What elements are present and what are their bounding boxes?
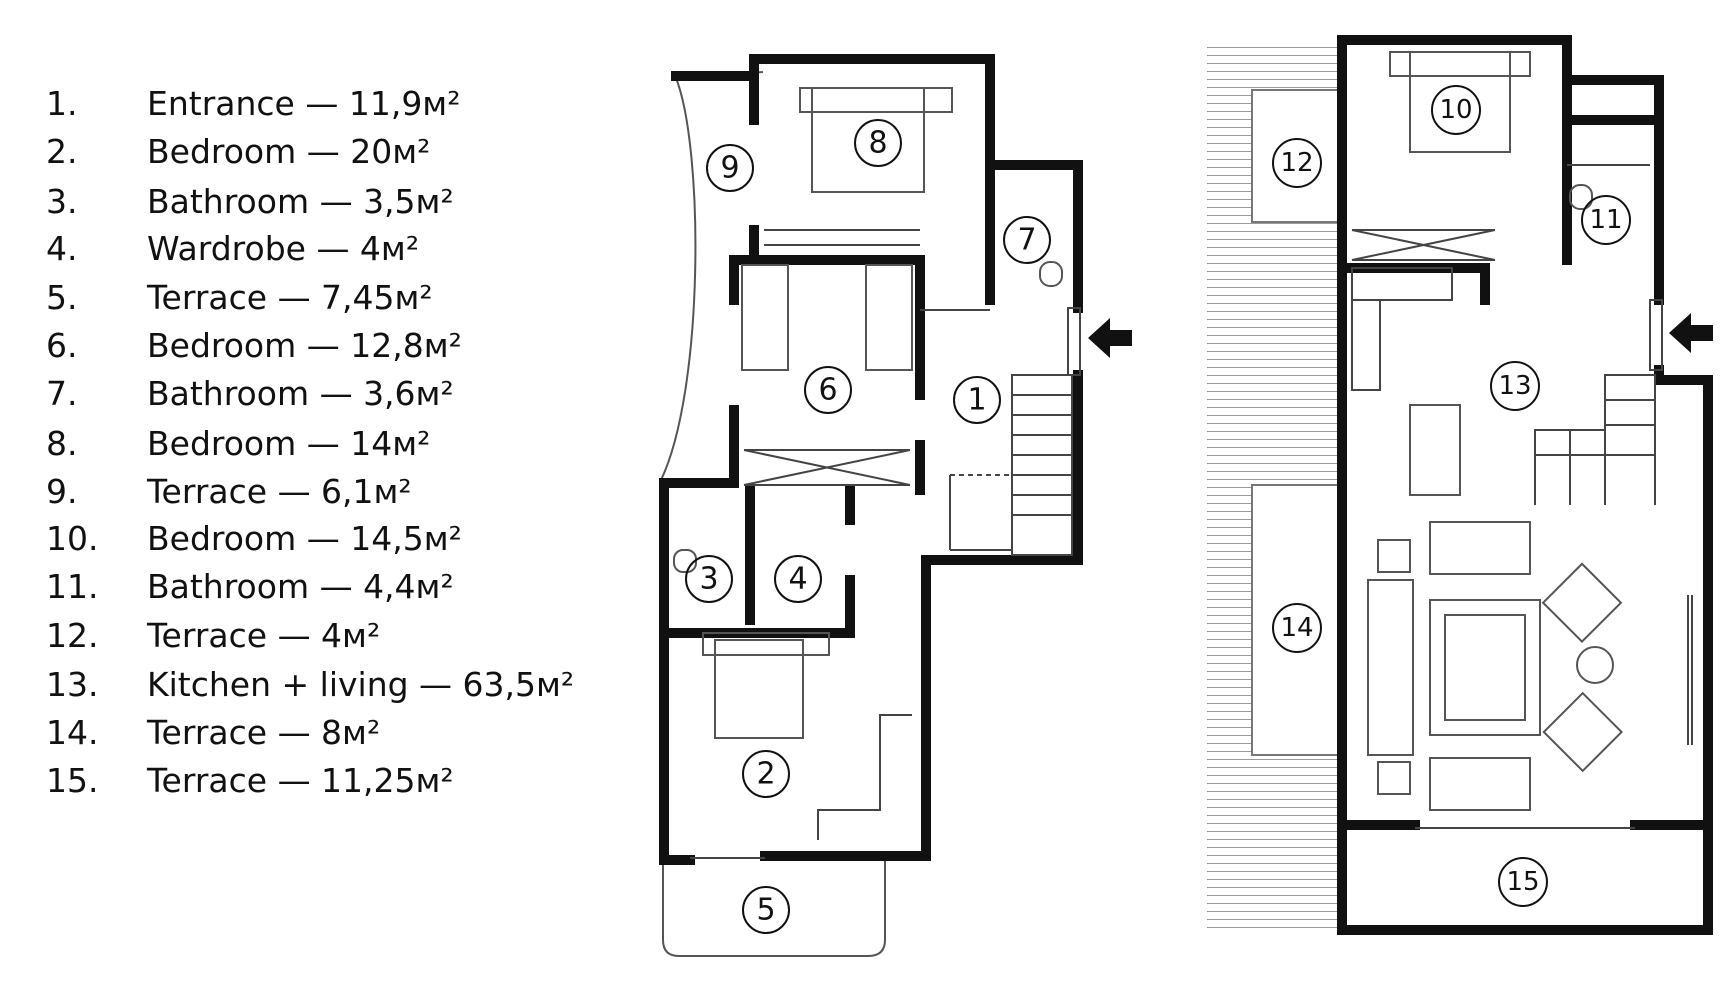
- table-icon: [1409, 404, 1461, 496]
- legend-label: Terrace — 4м²: [147, 616, 381, 655]
- room-number-markers: [685, 85, 1631, 934]
- legend-label: Bedroom — 12,8м²: [147, 326, 462, 365]
- legend-number: 2.: [46, 132, 78, 171]
- side-table-icon: [1377, 539, 1411, 573]
- legend-label: Bedroom — 14м²: [147, 424, 431, 463]
- armchair-icon: [1541, 562, 1623, 644]
- legend-number: 5.: [46, 278, 78, 317]
- room-number: 3: [699, 562, 718, 597]
- bed-icon: [741, 264, 789, 371]
- furniture: [673, 87, 1063, 739]
- legend-number: 4.: [46, 229, 78, 268]
- rug-icon: [1429, 599, 1541, 736]
- furniture: [1367, 51, 1624, 811]
- legend-label: Terrace — 7,45м²: [147, 278, 433, 317]
- legend-label: Terrace — 6,1м²: [147, 472, 412, 511]
- toilet-icon: [1569, 184, 1593, 210]
- room-number: 2: [756, 757, 775, 792]
- legend-label: Entrance — 11,9м²: [147, 84, 461, 123]
- side-table-icon: [1377, 761, 1411, 795]
- coffee-table-icon: [1444, 614, 1526, 721]
- legend-label: Bedroom — 14,5м²: [147, 519, 462, 558]
- legend-label: Terrace — 11,25м²: [147, 761, 454, 800]
- legend-number: 8.: [46, 424, 78, 463]
- room-number: 12: [1280, 148, 1313, 178]
- room-number: 7: [1017, 223, 1036, 258]
- room-number: 13: [1498, 371, 1531, 401]
- room-number: 14: [1280, 613, 1313, 643]
- legend-label: Bathroom — 3,6м²: [147, 374, 454, 413]
- side-table-icon: [1576, 646, 1614, 684]
- exterior-walls: [1337, 35, 1713, 935]
- room-number-labels: 1 2 3 4 5 6 7 8 9 10 11 12 13 14 15: [699, 95, 1622, 928]
- interior-lines: [690, 229, 1081, 859]
- bed-icon: [714, 639, 804, 739]
- room-number: 15: [1506, 867, 1539, 897]
- room-legend: 1. Entrance — 11,9м² 2. Bedroom — 20м² 3. B…: [0, 0, 600, 986]
- legend-label: Bedroom — 20м²: [147, 132, 431, 171]
- room-number: 10: [1439, 95, 1472, 125]
- legend-label: Bathroom — 3,5м²: [147, 182, 454, 221]
- entrance-arrow-icon: [1088, 318, 1132, 358]
- legend-label: Bathroom — 4,4м²: [147, 567, 454, 606]
- toilet-icon: [673, 549, 697, 573]
- upper-floor-plan: [1207, 35, 1713, 935]
- bed-icon: [865, 264, 913, 371]
- armchair-icon: [1542, 691, 1624, 773]
- legend-number: 6.: [46, 326, 78, 365]
- legend-number: 15.: [46, 761, 99, 800]
- legend-label: Kitchen + living — 63,5м²: [147, 665, 575, 704]
- terrace-5-outline: [662, 860, 886, 957]
- room-number: 6: [818, 373, 837, 408]
- legend-number: 1.: [46, 84, 78, 123]
- sofa-icon: [1367, 579, 1414, 756]
- room-number: 8: [868, 126, 887, 161]
- sofa-icon: [1429, 757, 1531, 811]
- legend-number: 12.: [46, 616, 99, 655]
- sofa-icon: [1429, 521, 1531, 575]
- legend-number: 3.: [46, 182, 78, 221]
- legend-number: 10.: [46, 519, 99, 558]
- toilet-icon: [1039, 261, 1063, 287]
- terrace-9-outline: [660, 71, 764, 481]
- legend-number: 14.: [46, 713, 99, 752]
- terrace-12-area: [1251, 89, 1339, 223]
- legend-number: 13.: [46, 665, 99, 704]
- legend-number: 9.: [46, 472, 78, 511]
- legend-number: 11.: [46, 567, 99, 606]
- room-number: 4: [788, 562, 807, 597]
- room-number: 11: [1589, 205, 1622, 235]
- interior-lines: [1351, 164, 1693, 829]
- terrace-14-area: [1251, 484, 1339, 756]
- room-number: 9: [720, 151, 739, 186]
- legend-label: Terrace — 8м²: [147, 713, 381, 752]
- room-number: 1: [967, 383, 986, 418]
- legend-label: Wardrobe — 4м²: [147, 229, 420, 268]
- entrance-arrow-icon: [1669, 313, 1713, 353]
- room-number: 5: [756, 893, 775, 928]
- legend-number: 7.: [46, 374, 78, 413]
- lower-floor-plan: [659, 54, 1132, 957]
